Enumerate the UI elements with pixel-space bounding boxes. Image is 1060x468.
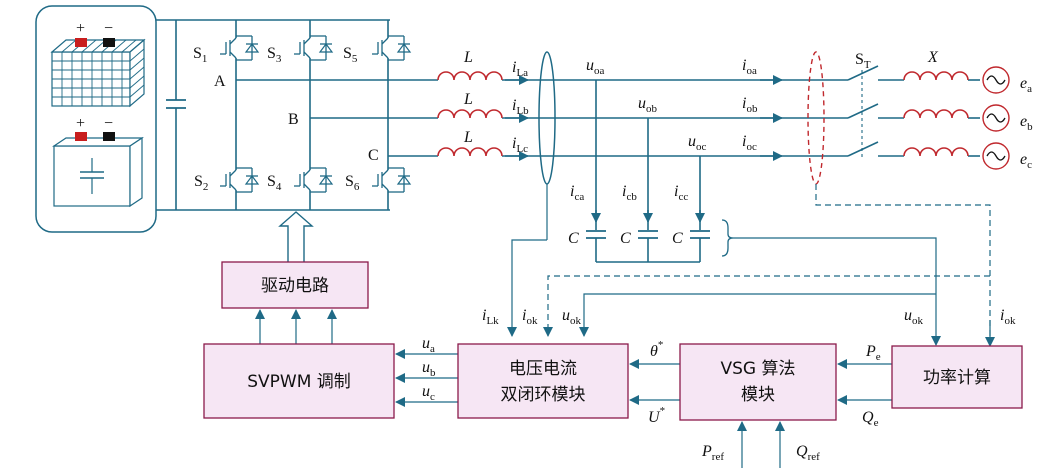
label-icb: icb (622, 183, 637, 203)
cap-label-b: C (620, 230, 631, 247)
label-ioa: ioa (742, 57, 757, 77)
label-ea: ea (1020, 75, 1032, 95)
label-iok: iok (522, 307, 538, 327)
label-uob: uob (638, 95, 658, 115)
battery-positive-terminal (75, 38, 87, 47)
label-uok: uok (562, 307, 582, 327)
igbt-switch-s5 (372, 35, 412, 61)
voltage-brace (721, 219, 734, 257)
label-uoa: uoa (586, 57, 605, 77)
reactance-label: X (927, 49, 939, 66)
label-ioc: ioc (742, 133, 757, 153)
block-vsg-label-1: VSG 算法 (721, 359, 796, 379)
label-iLc: iLc (512, 135, 528, 155)
node-label-a: A (214, 73, 226, 90)
label-iok-right: iok (1000, 307, 1016, 327)
igbt-switch-s4 (294, 167, 334, 193)
switch-label-s3: S3 (267, 45, 282, 65)
block-svpwm-label: SVPWM 调制 (247, 372, 351, 392)
capacitor-bank-icon: + − (52, 115, 144, 208)
switch-label-s2: S2 (194, 173, 208, 193)
igbt-switch-s1 (220, 35, 260, 61)
label-iLa: iLa (512, 59, 528, 79)
label-ua: ua (422, 335, 435, 355)
dc-bus (156, 19, 390, 211)
label-ica: ica (570, 183, 584, 203)
label-iLb: iLb (512, 97, 529, 117)
block-driver: 驱动电路 (221, 261, 369, 309)
iok-dashed-link (815, 184, 991, 345)
cap-minus-label: − (104, 115, 113, 132)
igbt-switch-s3 (294, 35, 334, 61)
block-vsg-label-2: 模块 (741, 385, 775, 405)
label-ec: ec (1020, 151, 1032, 171)
label-uoc: uoc (688, 133, 707, 153)
block-power-label: 功率计算 (923, 368, 991, 388)
switch-label-s4: S4 (267, 173, 282, 193)
battery-plus-label: + (76, 20, 85, 37)
label-icc: icc (674, 183, 688, 203)
inductor-label-a: L (463, 49, 473, 66)
label-uc: uc (422, 383, 435, 403)
phase-lines (236, 75, 980, 161)
block-vc-label-1: 电压电流 (509, 359, 577, 379)
signal-labels: iLk iok uok uok iok ua ub uc θ* U* Pe Qe… (422, 307, 1016, 463)
label-uok-right: uok (904, 307, 924, 327)
switch-label-s1: S1 (193, 45, 207, 65)
switch-label-s5: S5 (343, 45, 358, 65)
label-U: U* (648, 405, 665, 426)
breaker-label: ST (855, 51, 871, 71)
drive-signal-arrow (278, 211, 314, 262)
inductor-label-c: L (463, 129, 473, 146)
grid-sources: ea eb ec (982, 66, 1033, 171)
igbt-switch-s2 (220, 167, 260, 193)
switch-label-s6: S6 (345, 173, 360, 193)
label-theta: θ* (650, 339, 663, 360)
control-wiring (255, 211, 995, 468)
node-label-c: C (368, 147, 379, 164)
igbt-switch-s6 (372, 167, 412, 193)
cap-label-c: C (672, 230, 683, 247)
filter-inductors: L L L (437, 49, 503, 157)
label-Qe: Qe (862, 409, 879, 429)
label-eb: eb (1020, 113, 1033, 133)
block-driver-label: 驱动电路 (261, 276, 329, 296)
battery-minus-label: − (104, 20, 113, 37)
node-label-b: B (288, 111, 299, 128)
block-svpwm: SVPWM 调制 (203, 343, 395, 419)
label-iLk: iLk (482, 307, 499, 327)
block-vsg: VSG 算法 模块 (679, 343, 837, 421)
dc-source-panel: + − + − (35, 5, 157, 233)
inductor-label-b: L (463, 91, 473, 108)
filter-capacitors: C C C ica icb icc (568, 80, 710, 263)
block-voltage-current-loop: 电压电流 双闭环模块 (457, 343, 629, 419)
grid-inductors: X (903, 49, 969, 157)
label-Pref: Pref (701, 443, 724, 463)
cap-label-a: C (568, 230, 579, 247)
label-ub: ub (422, 359, 436, 379)
grid-breaker: ST (847, 51, 879, 160)
inverter-bridge: S1 S3 S5 S2 S4 S6 A B C (193, 20, 412, 210)
cap-plus-label: + (76, 115, 85, 132)
label-Pe: Pe (865, 343, 881, 363)
block-power-calc: 功率计算 (891, 345, 1023, 409)
battery-pack-icon: + − (50, 20, 146, 108)
block-vc-label-2: 双闭环模块 (501, 385, 586, 405)
label-iob: iob (742, 95, 758, 115)
battery-negative-terminal (103, 38, 115, 47)
label-Qref: Qref (796, 443, 820, 463)
